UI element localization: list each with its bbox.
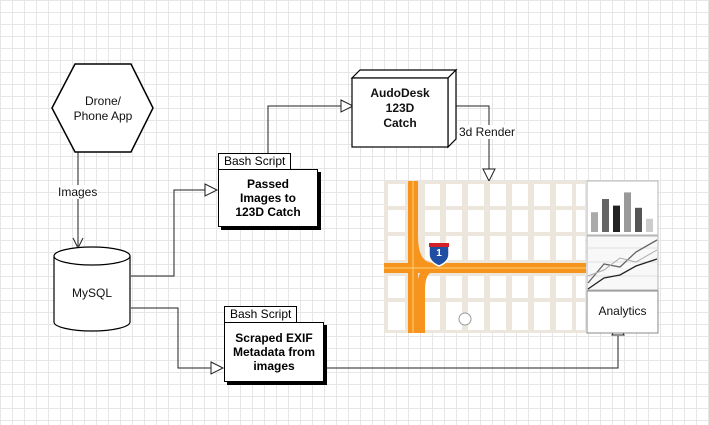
map-block bbox=[446, 184, 462, 206]
map-block bbox=[490, 210, 506, 232]
edge-mysql-to-bash-top bbox=[131, 189, 206, 277]
map-block bbox=[388, 236, 405, 260]
map-block bbox=[556, 276, 572, 298]
analytics-label: Analytics bbox=[598, 304, 647, 318]
map-block bbox=[388, 184, 405, 206]
map-block bbox=[468, 302, 484, 330]
map-block bbox=[512, 184, 528, 206]
bar bbox=[602, 199, 609, 232]
images-edge-label: Images bbox=[57, 185, 99, 199]
map-block bbox=[512, 276, 528, 298]
line-chart-thumbnail bbox=[586, 235, 659, 291]
map-block bbox=[556, 210, 572, 232]
map-block bbox=[388, 302, 405, 330]
interstate-number: 1 bbox=[436, 248, 442, 259]
bash-script-tab-bottom: Bash Script bbox=[224, 306, 298, 323]
autodesk-label: AudoDesk 123D Catch bbox=[370, 86, 430, 130]
map-block bbox=[576, 302, 585, 330]
map-block bbox=[446, 302, 462, 330]
map-block bbox=[534, 276, 550, 298]
bash-script-tab-top: Bash Script bbox=[218, 153, 292, 170]
map-block bbox=[556, 184, 572, 206]
map-block bbox=[468, 276, 484, 298]
map-block bbox=[388, 276, 405, 298]
passed-images-box: Passed Images to 123D Catch bbox=[218, 169, 318, 227]
bar bbox=[613, 205, 620, 232]
arrowhead-bash-top bbox=[204, 183, 219, 197]
mysql-label: MySQL bbox=[71, 286, 112, 300]
map-block bbox=[534, 210, 550, 232]
map-block bbox=[556, 302, 572, 330]
interstate-shield-icon bbox=[428, 243, 450, 267]
map-block bbox=[534, 236, 550, 260]
map-block bbox=[512, 210, 528, 232]
map-block bbox=[490, 236, 506, 260]
bar bbox=[591, 212, 598, 232]
map-block bbox=[512, 236, 528, 260]
arrowhead-autodesk bbox=[340, 99, 355, 113]
edge-bash-top-to-autodesk bbox=[267, 105, 342, 153]
arrowhead-map bbox=[482, 168, 496, 183]
map-block bbox=[534, 302, 550, 330]
map-block bbox=[425, 276, 440, 298]
map-block bbox=[490, 184, 506, 206]
edge-autodesk-to-map bbox=[446, 105, 490, 170]
bar bbox=[646, 218, 653, 232]
map-block bbox=[490, 276, 506, 298]
arrowhead-bash-bottom bbox=[210, 361, 225, 375]
edge-mysql-to-bash-bottom bbox=[131, 307, 212, 369]
map-image bbox=[384, 181, 586, 333]
map-block bbox=[576, 184, 585, 206]
map-block bbox=[425, 302, 440, 330]
map-block bbox=[512, 302, 528, 330]
map-block bbox=[446, 236, 462, 260]
map-block bbox=[576, 276, 585, 298]
map-block bbox=[468, 210, 484, 232]
scraped-exif-box: Scraped EXIF Metadata from images bbox=[224, 322, 324, 382]
map-block bbox=[490, 302, 506, 330]
bar bbox=[635, 207, 642, 232]
drone-app-label: Drone/ Phone App bbox=[73, 94, 133, 123]
bar-chart-thumbnail bbox=[586, 180, 659, 236]
map-block bbox=[468, 184, 484, 206]
edge-bash-bottom-to-analytics bbox=[325, 336, 619, 369]
map-block bbox=[446, 276, 462, 298]
map-block bbox=[425, 210, 440, 232]
analytics-box bbox=[586, 290, 659, 334]
map-block bbox=[425, 184, 440, 206]
map-block bbox=[468, 236, 484, 260]
map-block bbox=[388, 210, 405, 232]
map-block bbox=[534, 184, 550, 206]
map-block bbox=[576, 236, 585, 260]
mysql-cylinder bbox=[53, 246, 131, 332]
drone-app-hexagon bbox=[51, 63, 154, 153]
bar bbox=[624, 192, 631, 232]
map-block bbox=[446, 210, 462, 232]
map-block bbox=[556, 236, 572, 260]
render-edge-label: 3d Render bbox=[458, 125, 517, 139]
autodesk-cube bbox=[350, 68, 458, 149]
map-block bbox=[576, 210, 585, 232]
